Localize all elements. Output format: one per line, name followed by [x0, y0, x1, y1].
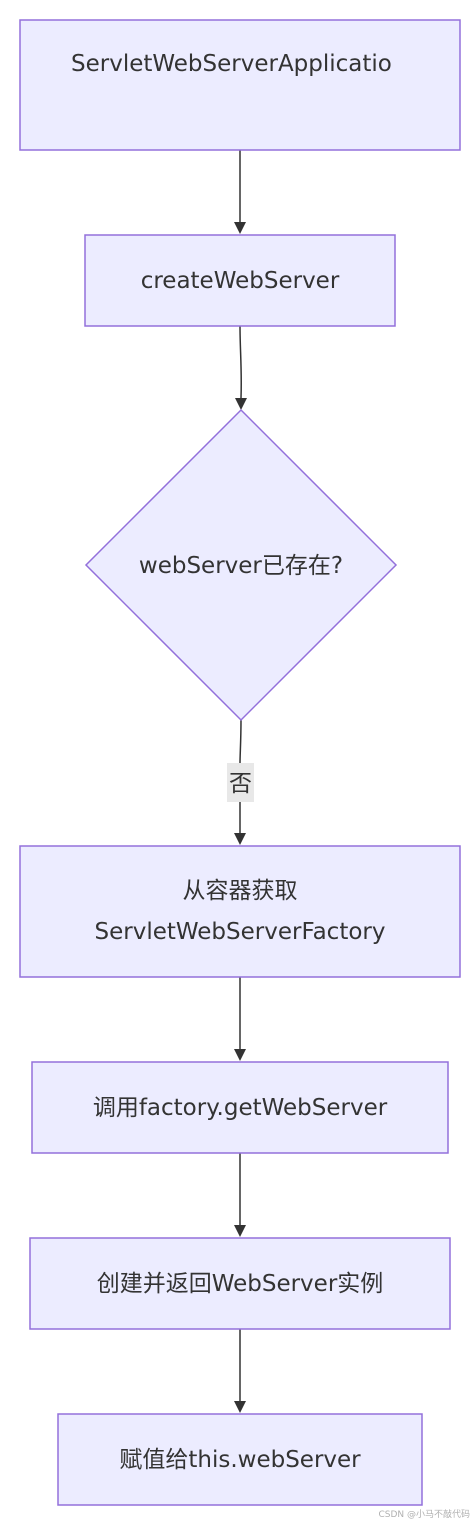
node-get-factory: 从容器获取 ServletWebServerFactory	[19, 845, 461, 978]
node-decision-web-server-exists: webServer已存在?	[84, 408, 398, 722]
node-create-web-server-label: createWebServer	[141, 268, 340, 294]
node-call-get-web-server-label: 调用factory.getWebServer	[93, 1095, 388, 1121]
node-assign-web-server: 赋值给this.webServer	[57, 1413, 423, 1506]
edge-call-to-create-return	[234, 1153, 246, 1237]
node-assign-web-server-label: 赋值给this.webServer	[119, 1447, 361, 1473]
node-get-factory-label-line1: 从容器获取	[183, 878, 298, 904]
edge-create-to-decision	[235, 325, 247, 410]
edge-app-to-create	[234, 150, 246, 234]
node-create-web-server: createWebServer	[84, 234, 396, 327]
node-servlet-web-server-application: ServletWebServerApplicatio	[19, 19, 461, 151]
node-create-return-web-server-label: 创建并返回WebServer实例	[97, 1271, 384, 1297]
edge-decision-to-factory	[234, 719, 246, 845]
node-create-return-web-server: 创建并返回WebServer实例	[29, 1237, 451, 1330]
edge-factory-to-call	[234, 977, 246, 1061]
edge-create-return-to-assign	[234, 1329, 246, 1413]
watermark: CSDN @小马不敲代码	[378, 1510, 470, 1520]
node-servlet-web-server-application-label: ServletWebServerApplicatio	[71, 51, 392, 77]
node-get-factory-label-line2: ServletWebServerFactory	[95, 919, 386, 945]
edge-label-no: 否	[227, 763, 254, 802]
edge-label-no-text: 否	[229, 771, 252, 797]
node-call-get-web-server: 调用factory.getWebServer	[31, 1061, 449, 1154]
node-decision-web-server-exists-label: webServer已存在?	[139, 553, 343, 579]
